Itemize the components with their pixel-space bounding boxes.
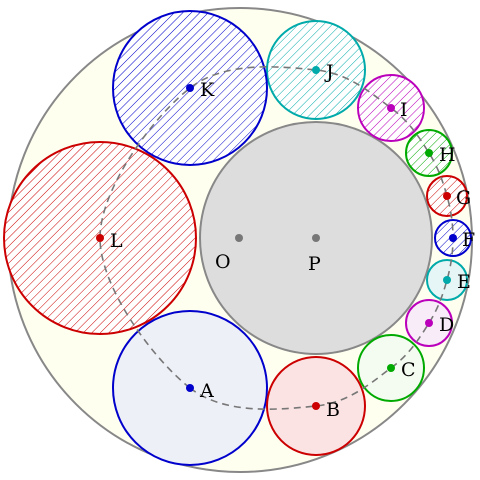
- centers-locus-path: [99, 66, 454, 410]
- center-point-l: [96, 234, 104, 242]
- label-d: D: [439, 314, 454, 336]
- label-c: C: [401, 359, 416, 381]
- center-point-d: [425, 319, 433, 327]
- label-e: E: [457, 271, 471, 293]
- center-point-j: [312, 66, 320, 74]
- center-point-i: [387, 104, 395, 112]
- center-point-a: [186, 384, 194, 392]
- label-o: O: [215, 251, 231, 273]
- center-points: [96, 66, 457, 410]
- label-k: K: [200, 79, 215, 101]
- label-a: A: [199, 380, 214, 402]
- label-j: J: [324, 61, 334, 83]
- label-g: G: [456, 187, 471, 209]
- center-point-o: [235, 234, 243, 242]
- center-point-p: [312, 234, 320, 242]
- center-point-e: [443, 276, 451, 284]
- center-point-h: [425, 149, 433, 157]
- center-point-g: [443, 192, 451, 200]
- center-point-b: [312, 402, 320, 410]
- label-f: F: [462, 229, 475, 251]
- label-i: I: [400, 99, 408, 121]
- label-b: B: [326, 399, 340, 421]
- label-l: L: [110, 230, 123, 252]
- label-p: P: [308, 253, 321, 275]
- center-point-f: [449, 234, 457, 242]
- center-point-k: [186, 84, 194, 92]
- label-h: H: [439, 144, 456, 166]
- center-point-c: [387, 364, 395, 372]
